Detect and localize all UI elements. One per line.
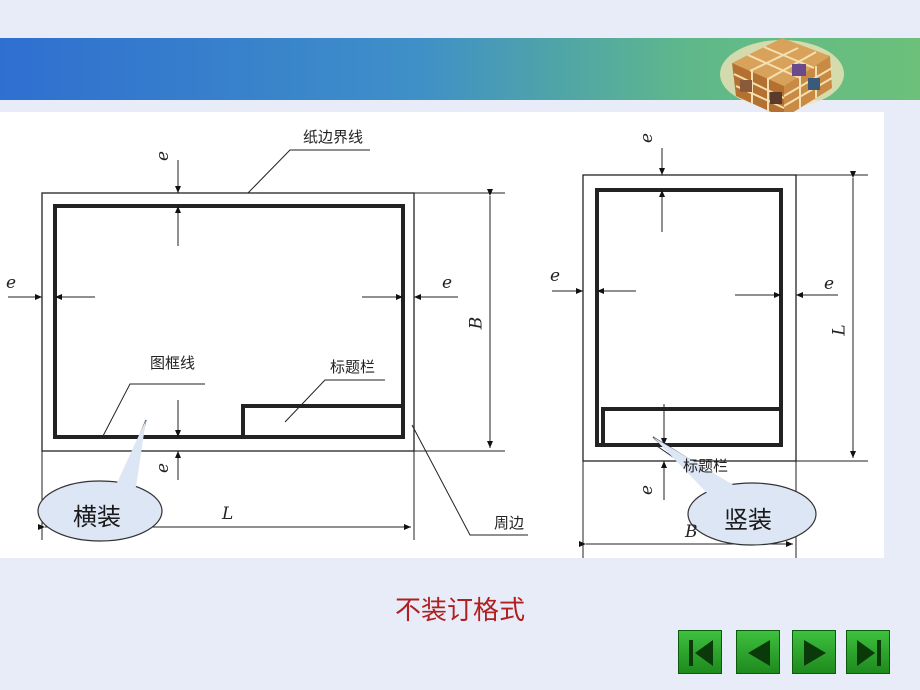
next-slide-button[interactable]	[792, 630, 836, 674]
callout-portrait-text: 竖装	[724, 506, 772, 534]
e-label-bottom-right: e	[637, 484, 658, 496]
e-label-top-right: e	[637, 132, 658, 144]
e-label-portrait-left: e	[550, 266, 561, 286]
last-slide-button[interactable]	[846, 630, 890, 674]
callout-landscape-bubble	[37, 419, 163, 542]
e-label-right: e	[442, 273, 453, 293]
e-label-bottom-left: e	[153, 462, 174, 474]
first-icon	[689, 640, 713, 666]
frame-line-label: 图框线	[150, 354, 196, 372]
first-slide-button[interactable]	[678, 630, 722, 674]
B-label-portrait: B	[685, 522, 698, 542]
title-block-label: 标题栏	[330, 358, 376, 376]
last-icon	[857, 640, 881, 666]
title-block-label-portrait: 标题栏	[683, 457, 729, 475]
landscape-sheet	[8, 149, 528, 540]
previous-slide-button[interactable]	[736, 630, 780, 674]
slide-caption: 不装订格式	[394, 596, 525, 626]
next-icon	[804, 640, 826, 666]
e-label-top-left: e	[153, 150, 174, 162]
paper-edge-line-label: 纸边界线	[303, 128, 364, 146]
callout-landscape-text: 横装	[73, 503, 121, 531]
callout-portrait-bubble	[652, 436, 817, 546]
perimeter-label: 周边	[494, 514, 525, 532]
e-label-left: e	[6, 273, 17, 293]
e-label-portrait-right: e	[824, 274, 835, 294]
L-label-landscape: L	[222, 504, 234, 524]
L-label-portrait: L	[829, 324, 850, 336]
photo-cube-logo	[720, 38, 844, 118]
B-label-landscape: B	[466, 316, 487, 330]
prev-icon	[748, 640, 770, 666]
sheet-format-drawing	[8, 148, 868, 558]
